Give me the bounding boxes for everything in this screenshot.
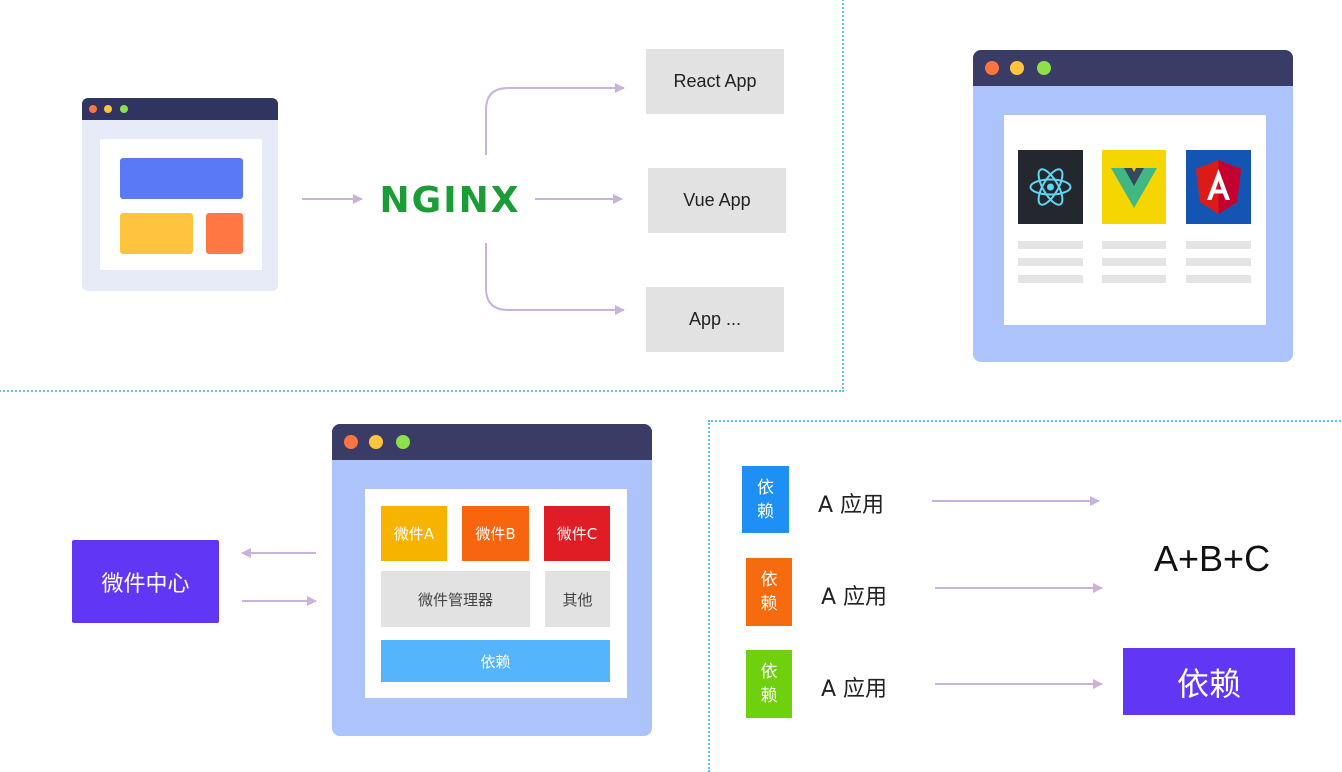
widget-c: 微件C	[544, 506, 610, 561]
widget-c-label: 微件C	[556, 525, 598, 543]
dependency-tag-char: 赖	[760, 594, 778, 614]
orange-block	[206, 213, 243, 254]
browser-window-small	[82, 98, 278, 291]
vue-icon	[1102, 150, 1166, 224]
nginx-logo: NGINX	[379, 178, 521, 222]
widget-other-label: 其他	[562, 590, 593, 609]
app-label: A 应用	[821, 585, 888, 610]
window-title-bar	[332, 424, 652, 460]
target-react-app-label: React App	[673, 71, 757, 91]
dependency-tag-char: 赖	[757, 501, 774, 522]
minimize-dot-icon	[1010, 61, 1024, 75]
close-dot-icon	[344, 435, 358, 449]
widget-manager: 微件管理器	[381, 571, 530, 627]
result-dependency-label: 依赖	[1176, 664, 1241, 703]
target-vue-app: Vue App	[648, 168, 786, 233]
minimize-dot-icon	[369, 435, 383, 449]
target-other-app: App ...	[646, 287, 784, 352]
angular-icon	[1186, 150, 1251, 224]
target-vue-app-label: Vue App	[683, 190, 751, 210]
yellow-block	[120, 213, 193, 254]
dependency-tag-char: 赖	[760, 686, 778, 706]
window-title-bar	[82, 98, 278, 120]
window-content	[100, 139, 262, 270]
target-other-app-label: App ...	[688, 309, 742, 329]
react-icon	[1018, 150, 1083, 224]
top-left-frame	[0, 0, 844, 392]
dependency-tag-char: 依	[760, 662, 778, 682]
dependency-bar: 依赖	[381, 640, 610, 682]
micro-widget-panel: 微件A 微件B 微件C 微件管理器 其他 依赖	[365, 489, 627, 698]
widget-other: 其他	[545, 571, 610, 627]
widget-b-label: 微件B	[475, 525, 516, 543]
framework-panel	[1004, 115, 1266, 325]
framework-window	[973, 50, 1293, 362]
widget-center-label: 微件中心	[101, 571, 190, 597]
nginx-logo-text: NGINX	[379, 179, 521, 221]
micro-widget-window: 微件A 微件B 微件C 微件管理器 其他 依赖	[332, 424, 652, 736]
close-dot-icon	[985, 61, 999, 75]
maximize-dot-icon	[396, 435, 410, 449]
minimize-dot-icon	[104, 105, 112, 113]
dependency-tag-green: 依 赖	[746, 650, 792, 718]
app-label: A 应用	[821, 677, 888, 702]
target-react-app: React App	[646, 49, 784, 114]
result-dependency-block: 依赖	[1123, 648, 1295, 715]
widget-center: 微件中心	[72, 540, 219, 623]
maximize-dot-icon	[120, 105, 128, 113]
close-dot-icon	[89, 105, 97, 113]
dependency-tag-blue: 依 赖	[742, 466, 789, 533]
maximize-dot-icon	[1037, 61, 1051, 75]
dependency-bar-label: 依赖	[480, 652, 511, 671]
result-text: A+B+C	[1154, 538, 1271, 579]
widget-a-label: 微件A	[393, 525, 435, 543]
blue-block	[120, 158, 243, 199]
dependency-tag-orange: 依 赖	[746, 558, 792, 626]
widget-a: 微件A	[381, 506, 447, 561]
widget-manager-label: 微件管理器	[417, 590, 493, 609]
dependency-tag-char: 依	[757, 477, 774, 498]
dependency-tag-char: 依	[760, 570, 778, 590]
window-title-bar	[973, 50, 1293, 86]
app-label: A 应用	[818, 493, 885, 518]
bottom-right-frame	[708, 420, 1342, 772]
widget-b: 微件B	[462, 506, 529, 561]
